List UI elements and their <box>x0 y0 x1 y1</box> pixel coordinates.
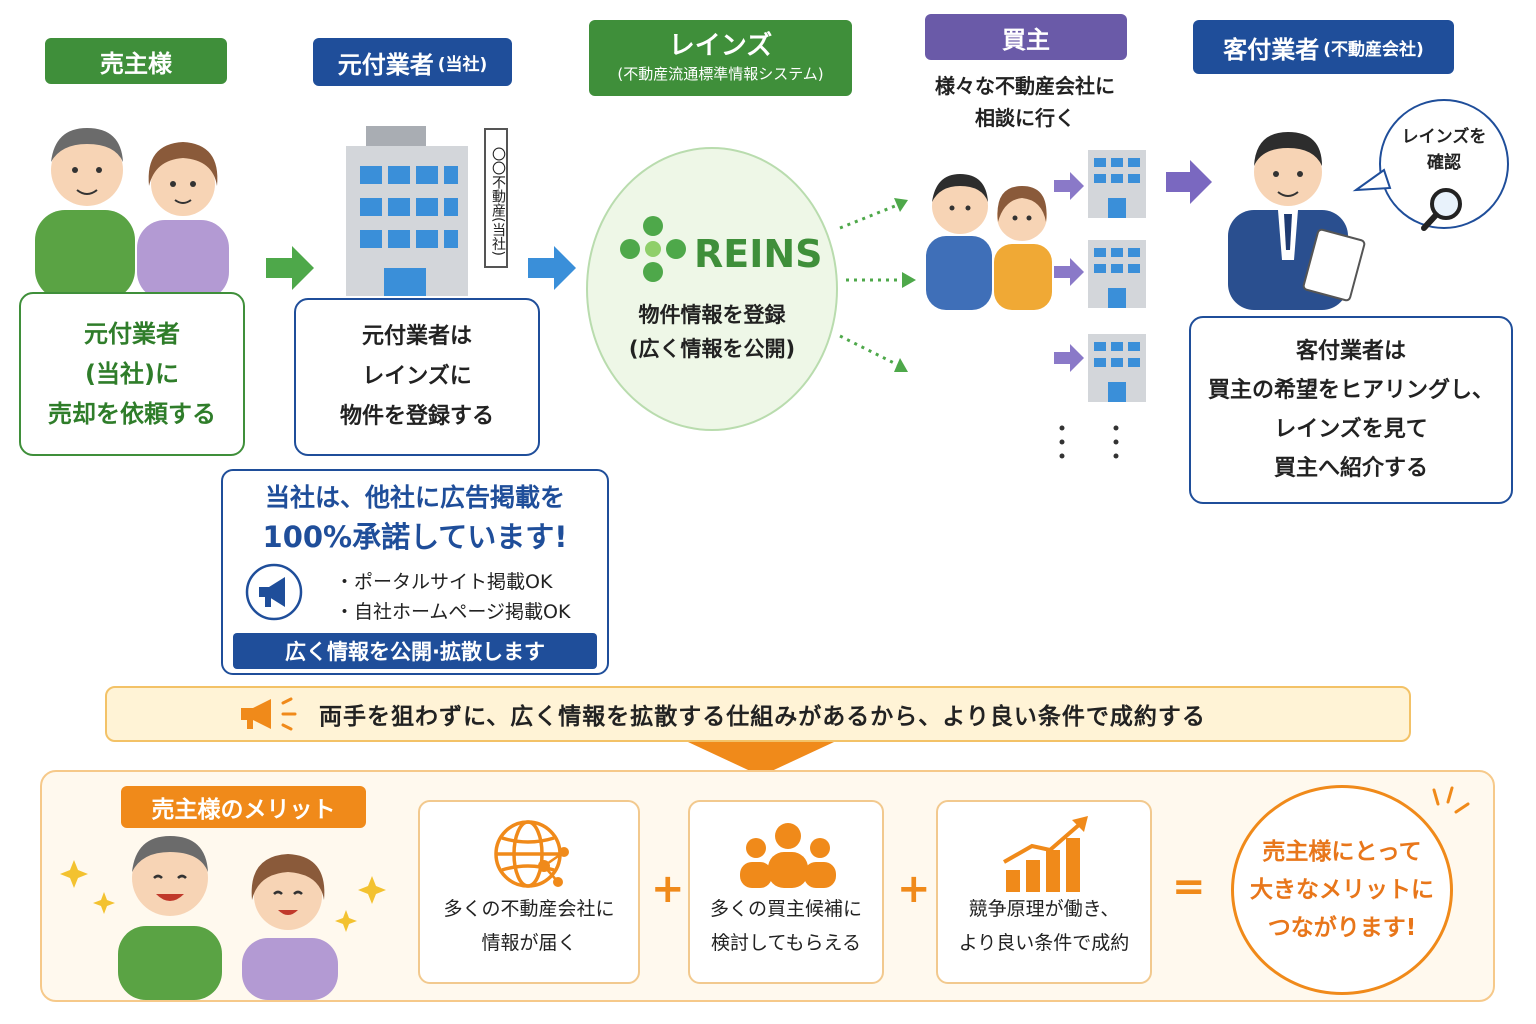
speech-bubble-text: レインズを 確認 <box>1401 127 1487 173</box>
small-office-icon <box>1088 150 1146 218</box>
reins-logo-icon <box>620 216 686 282</box>
plus-sign: + <box>897 866 931 912</box>
plus-sign: + <box>651 866 685 912</box>
dotted-arrows-icon <box>839 198 916 372</box>
green-arrow-icon <box>266 246 314 290</box>
purple-arrow-icon <box>1166 160 1212 204</box>
result-circle: 売主様にとって 大きなメリットに つながります! <box>1231 785 1453 995</box>
agent-buyer-step-box: 客付業者は 買主の希望をヒアリングし、 レインズを見て 買主へ紹介する <box>1189 316 1513 504</box>
megaphone-icon <box>241 697 297 731</box>
small-office-icon <box>1088 240 1146 308</box>
ad-item: ・自社ホームページ掲載OK <box>335 601 571 623</box>
agent-person-illustration <box>1228 132 1366 310</box>
merit-card: 多くの不動産会社に 情報が届く <box>418 800 640 984</box>
agent-main-step-box: 元付業者は レインズに 物件を登録する <box>294 298 540 456</box>
purple-arrows-icon <box>1054 172 1084 372</box>
ad-footer: 広く情報を公開·拡散します <box>233 633 597 669</box>
down-arrow-icon <box>688 742 834 776</box>
speech-bubble <box>1352 99 1509 229</box>
agent-main-label: 元付業者(当社) <box>313 38 512 86</box>
globe-network-icon <box>494 820 569 888</box>
merit-card: 競争原理が働き、 より良い条件で成約 <box>936 800 1152 984</box>
building-sign: 〇〇不動産(当社) <box>484 128 508 268</box>
equals-sign: = <box>1172 864 1206 910</box>
office-building-illustration <box>346 126 468 296</box>
reins-text: 物件情報を登録 (広く情報を公開) <box>628 303 796 361</box>
agent-buyer-label: 客付業者(不動産会社) <box>1193 20 1454 74</box>
ad-item: ・ポータルサイト掲載OK <box>335 571 553 593</box>
merit-card: 多くの買主候補に 検討してもらえる <box>688 800 884 984</box>
happy-couple-illustration <box>60 836 386 1000</box>
people-group-icon <box>740 823 836 888</box>
reins-circle <box>586 147 838 431</box>
buyer-label: 買主 <box>925 14 1127 60</box>
blue-arrow-icon <box>528 246 576 290</box>
reins-logo-text: REINS <box>694 232 823 276</box>
merit-title: 売主様のメリット <box>121 786 366 828</box>
banner-text: 両手を狙わずに、広く情報を拡散する仕組みがあるから、より良い条件で成約する <box>319 704 1206 730</box>
ad-title-line2: 100%承諾しています! <box>262 520 568 554</box>
ad-title-line1: 当社は、他社に広告掲載を <box>264 483 565 512</box>
sparkle-lines-icon <box>1432 786 1470 814</box>
small-office-icon <box>1088 334 1146 402</box>
seller-couple-illustration <box>35 128 229 300</box>
buyer-caption: 様々な不動産会社に 相談に行く <box>935 74 1115 130</box>
buyer-couple-illustration <box>926 174 1052 310</box>
vertical-ellipsis-icon <box>1059 425 1119 459</box>
seller-step-box: 元付業者 (当社)に 売却を依頼する <box>19 292 245 456</box>
magnifier-icon <box>1421 188 1462 231</box>
seller-label: 売主様 <box>45 38 227 84</box>
advertising-box: 当社は、他社に広告掲載を 100%承諾しています! ・ポータルサイト掲載OK ・… <box>221 469 609 675</box>
rising-chart-icon <box>1003 816 1088 892</box>
megaphone-icon <box>245 563 303 621</box>
reins-label: レインズ (不動産流通標準情報システム) <box>589 20 852 96</box>
summary-banner: 両手を狙わずに、広く情報を拡散する仕組みがあるから、より良い条件で成約する <box>105 686 1411 742</box>
